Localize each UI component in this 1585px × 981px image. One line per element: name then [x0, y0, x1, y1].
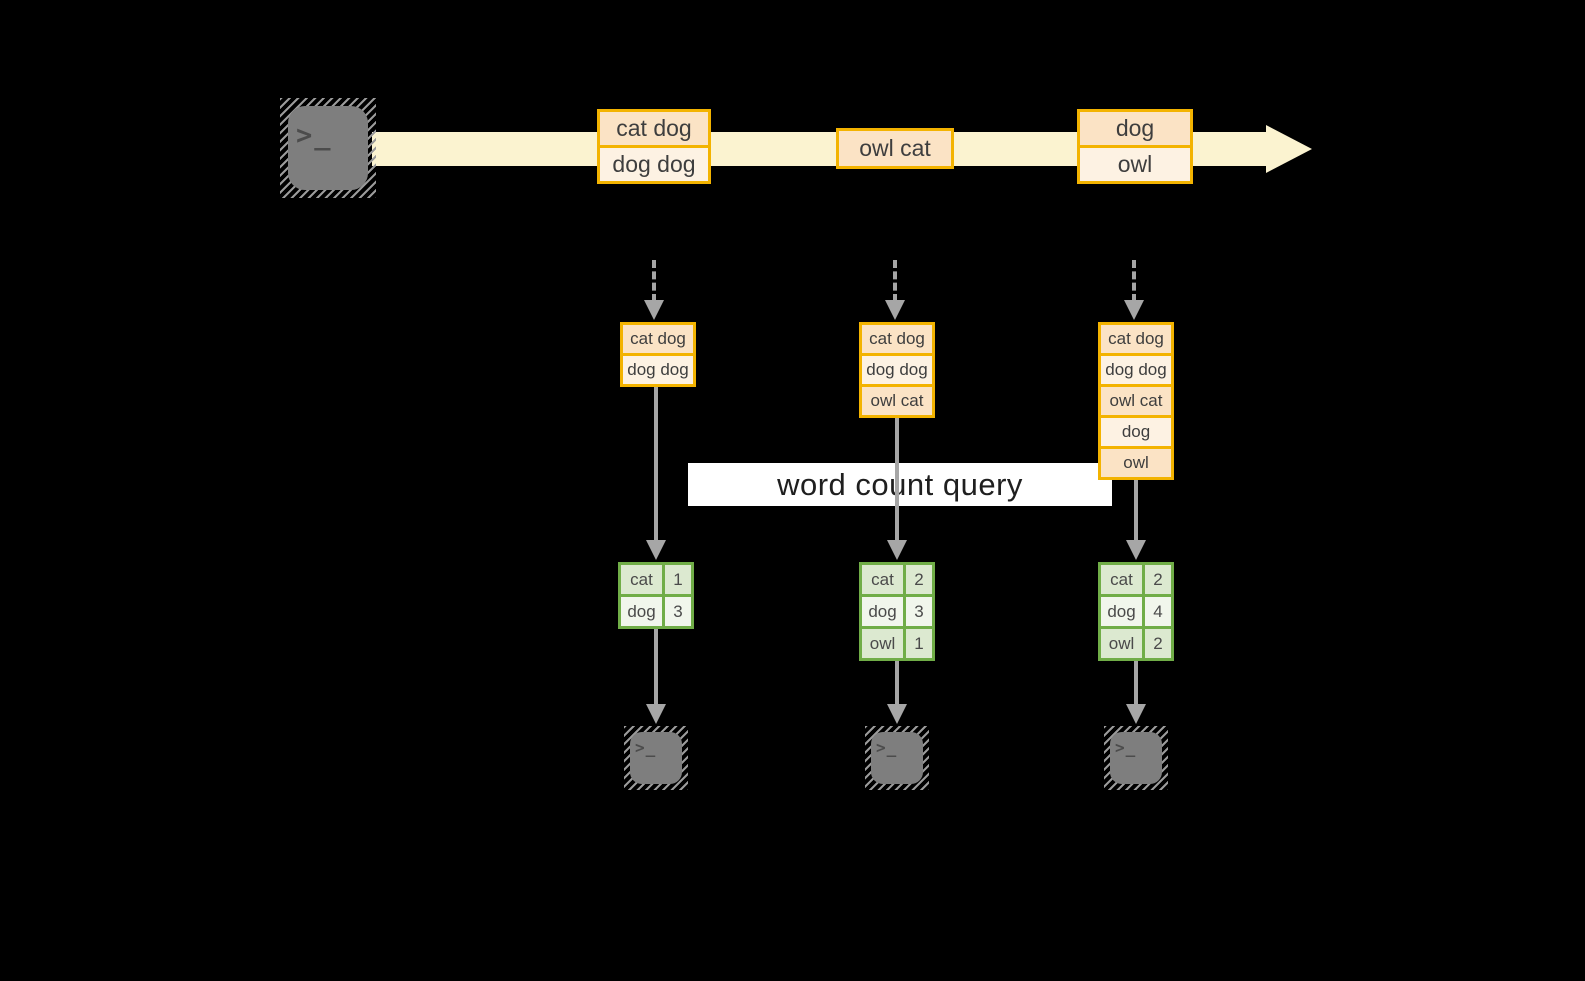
output-arrow-line: [654, 629, 658, 706]
query-arrow-line: [895, 416, 899, 542]
event-record: dog dog: [597, 145, 711, 184]
query-banner: word count query: [688, 463, 1112, 506]
word-cell: dog: [868, 601, 897, 621]
word-cell: dog: [627, 601, 656, 621]
count-row: dog 3: [859, 594, 935, 629]
terminal-screen: [871, 732, 923, 784]
event-record-group-2: owl cat: [836, 128, 954, 169]
query-arrow-line: [654, 385, 658, 542]
event-record: cat dog: [597, 109, 711, 148]
down-arrowhead-icon: [646, 540, 666, 560]
query-arrow-line: [1134, 478, 1138, 542]
count-row: cat 2: [1098, 562, 1174, 597]
count-row: owl 1: [859, 626, 935, 661]
dashed-arrow-line: [893, 260, 897, 302]
state-record: dog dog: [620, 353, 696, 387]
event-record: dog: [1077, 109, 1193, 148]
state-record: cat dog: [1098, 322, 1174, 356]
event-record: owl: [1077, 145, 1193, 184]
state-store-1: cat dog dog dog: [620, 322, 696, 387]
count-row: cat 2: [859, 562, 935, 597]
down-arrowhead-icon: [1126, 704, 1146, 724]
down-arrowhead-icon: [885, 300, 905, 320]
word-cell: cat: [871, 569, 894, 589]
state-record: dog: [1098, 415, 1174, 449]
word-cell: cat: [630, 569, 653, 589]
output-arrow-line: [1134, 661, 1138, 706]
event-record-group-3: dog owl: [1077, 109, 1193, 184]
word-cell: cat: [1110, 569, 1133, 589]
dashed-arrow-line: [1132, 260, 1136, 302]
state-record: owl cat: [1098, 384, 1174, 418]
down-arrowhead-icon: [644, 300, 664, 320]
event-stream-arrowhead-icon: [1266, 125, 1312, 173]
word-cell: owl: [1108, 633, 1135, 653]
count-cell: 2: [1142, 565, 1171, 594]
count-table-2: cat 2 dog 3 owl 1: [859, 562, 935, 661]
down-arrowhead-icon: [887, 704, 907, 724]
word-cell: owl: [869, 633, 896, 653]
state-store-2: cat dog dog dog owl cat: [859, 322, 935, 418]
event-record-group-1: cat dog dog dog: [597, 109, 711, 184]
count-row: cat 1: [618, 562, 694, 597]
terminal-screen: [630, 732, 682, 784]
down-arrowhead-icon: [1126, 540, 1146, 560]
terminal-prompt-icon: >_: [296, 120, 333, 151]
count-row: dog 3: [618, 594, 694, 629]
count-cell: 1: [662, 565, 691, 594]
producer-terminal-icon: >_: [280, 98, 376, 198]
terminal-prompt-icon: >_: [1115, 738, 1137, 757]
count-cell: 3: [903, 597, 932, 626]
down-arrowhead-icon: [1124, 300, 1144, 320]
state-record: cat dog: [620, 322, 696, 356]
down-arrowhead-icon: [887, 540, 907, 560]
count-cell: 2: [903, 565, 932, 594]
terminal-prompt-icon: >_: [635, 738, 657, 757]
state-record: owl: [1098, 446, 1174, 480]
state-record: cat dog: [859, 322, 935, 356]
down-arrowhead-icon: [646, 704, 666, 724]
count-cell: 2: [1142, 629, 1171, 658]
dashed-arrow-line: [652, 260, 656, 302]
state-store-3: cat dog dog dog owl cat dog owl: [1098, 322, 1174, 480]
count-row: dog 4: [1098, 594, 1174, 629]
state-record: dog dog: [1098, 353, 1174, 387]
count-cell: 4: [1142, 597, 1171, 626]
state-record: owl cat: [859, 384, 935, 418]
count-cell: 1: [903, 629, 932, 658]
count-row: owl 2: [1098, 626, 1174, 661]
output-arrow-line: [895, 661, 899, 706]
consumer-terminal-icon: >_: [1104, 726, 1168, 790]
count-table-1: cat 1 dog 3: [618, 562, 694, 629]
count-table-3: cat 2 dog 4 owl 2: [1098, 562, 1174, 661]
event-record: owl cat: [836, 128, 954, 169]
consumer-terminal-icon: >_: [865, 726, 929, 790]
count-cell: 3: [662, 597, 691, 626]
word-cell: dog: [1107, 601, 1136, 621]
consumer-terminal-icon: >_: [624, 726, 688, 790]
state-record: dog dog: [859, 353, 935, 387]
terminal-prompt-icon: >_: [876, 738, 898, 757]
terminal-screen: [1110, 732, 1162, 784]
terminal-screen: [288, 106, 368, 190]
